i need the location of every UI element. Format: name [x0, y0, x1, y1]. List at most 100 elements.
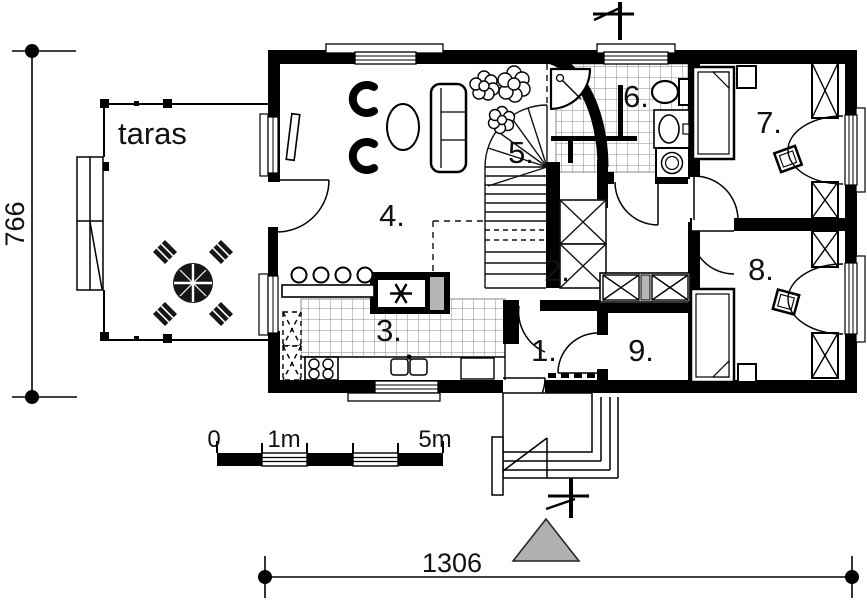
scale-bar [216, 441, 444, 467]
porch-ramp [502, 437, 548, 472]
room-label-5: 5. [508, 135, 534, 170]
wall-stair-spine [546, 162, 560, 288]
shower-icon [549, 67, 592, 111]
terrace-chair-icon [152, 301, 178, 327]
stairs-straight-treads [484, 167, 546, 289]
room-label-8: 8. [748, 252, 774, 287]
terrace-table-icon [173, 263, 213, 303]
kitchen [281, 266, 506, 381]
wall-left-lower [268, 331, 280, 393]
wall-left-mid [268, 227, 278, 276]
barstool-icons [290, 266, 374, 284]
section-line-jog [551, 85, 637, 163]
window-left-upper [259, 113, 279, 177]
peninsula-counter [281, 266, 375, 298]
dishwasher-icon [460, 357, 495, 380]
door-room9 [557, 332, 599, 374]
window-kitchen-bottom [347, 380, 441, 402]
terrace-steps [76, 156, 104, 291]
entry-door-opening [503, 378, 545, 393]
room-label-9: 9. [628, 333, 654, 368]
room-label-3: 3. [376, 313, 402, 348]
curtain-arc [787, 263, 844, 335]
closet-gray-cell [640, 274, 651, 301]
bedroom-8 [689, 230, 844, 384]
dashed-overhead-lines [432, 64, 548, 272]
stairs-void-boxes [559, 199, 607, 289]
terrace-chair-icon [208, 301, 234, 327]
dim-bottom-value: 1306 [422, 548, 482, 578]
bedroom-7 [691, 62, 844, 219]
armchair-icon [348, 138, 378, 174]
wall-room9-top [597, 303, 688, 313]
door-hall1 [517, 305, 546, 353]
flue-gray [430, 277, 444, 310]
hall-closet [599, 272, 691, 303]
stool-icon [771, 287, 801, 317]
armchair-icon [348, 81, 378, 117]
porch-side-wall [491, 436, 504, 496]
entrance-triangle [511, 517, 581, 562]
wall-room9-left-a [597, 303, 608, 335]
kitchen-sink-icon [390, 354, 428, 376]
terrace [76, 99, 268, 343]
sink-icon [653, 109, 690, 149]
door-bath [614, 181, 659, 226]
entry-porch [491, 392, 619, 496]
fridge-icon [376, 278, 427, 309]
door-bed8 [690, 230, 735, 275]
section-marker-top [593, 2, 634, 40]
terrace-label: taras [118, 116, 187, 151]
room-label-7: 7. [756, 105, 782, 140]
pantry-cabinet-icon [282, 311, 302, 381]
section-marker-bottom [545, 478, 589, 518]
wall-bottom [268, 380, 857, 393]
scale-label-0: 0 [207, 426, 220, 453]
dimension-bottom [258, 556, 859, 598]
plant-icon [469, 70, 500, 101]
bed-icon [689, 287, 736, 384]
door-terrace [276, 179, 330, 233]
bed-icon [691, 65, 736, 161]
wall-hall1-top [540, 300, 600, 311]
scale-label-1m: 1m [267, 426, 300, 453]
terrace-posts [100, 99, 172, 343]
nightstand-icon [736, 65, 757, 89]
staircase [484, 104, 607, 289]
wall-room9-left-b [597, 369, 608, 382]
tv-shelf-icon [285, 112, 301, 162]
room-label-2: 2. [544, 253, 570, 288]
threshold-dashes [548, 373, 595, 378]
stool-icon [772, 144, 804, 174]
wardrobe-icon [811, 62, 839, 219]
living-room [285, 65, 531, 174]
terrace-chair-icon [208, 239, 234, 265]
coffee-table-icon [386, 103, 420, 151]
door-bed7 [693, 175, 739, 221]
room-label-4: 4. [379, 198, 405, 233]
toilet-icon [650, 78, 690, 106]
windows [258, 43, 866, 402]
nightstand-icon [737, 363, 757, 383]
curtain-arc [787, 115, 844, 185]
bed8-door-opening [692, 218, 734, 231]
doors [276, 175, 739, 421]
washing-machine-icon [655, 147, 690, 179]
bathroom-fixtures [549, 67, 690, 179]
window-bed8-right [844, 255, 866, 343]
window-kitchen-left [258, 273, 279, 336]
terrace-chair-icon [152, 239, 178, 265]
stove-icon [304, 356, 339, 381]
sofa-icon [429, 82, 468, 174]
window-living-top [325, 43, 444, 65]
scale-label-5m: 5m [418, 426, 451, 453]
wall-stair-right [597, 160, 608, 208]
wall-hall1-left [503, 300, 519, 344]
plant-icon [497, 65, 531, 103]
dimension-left [12, 44, 77, 404]
wardrobe-icon [811, 230, 839, 379]
window-bath-top [596, 43, 676, 65]
room-label-1: 1. [531, 333, 557, 368]
